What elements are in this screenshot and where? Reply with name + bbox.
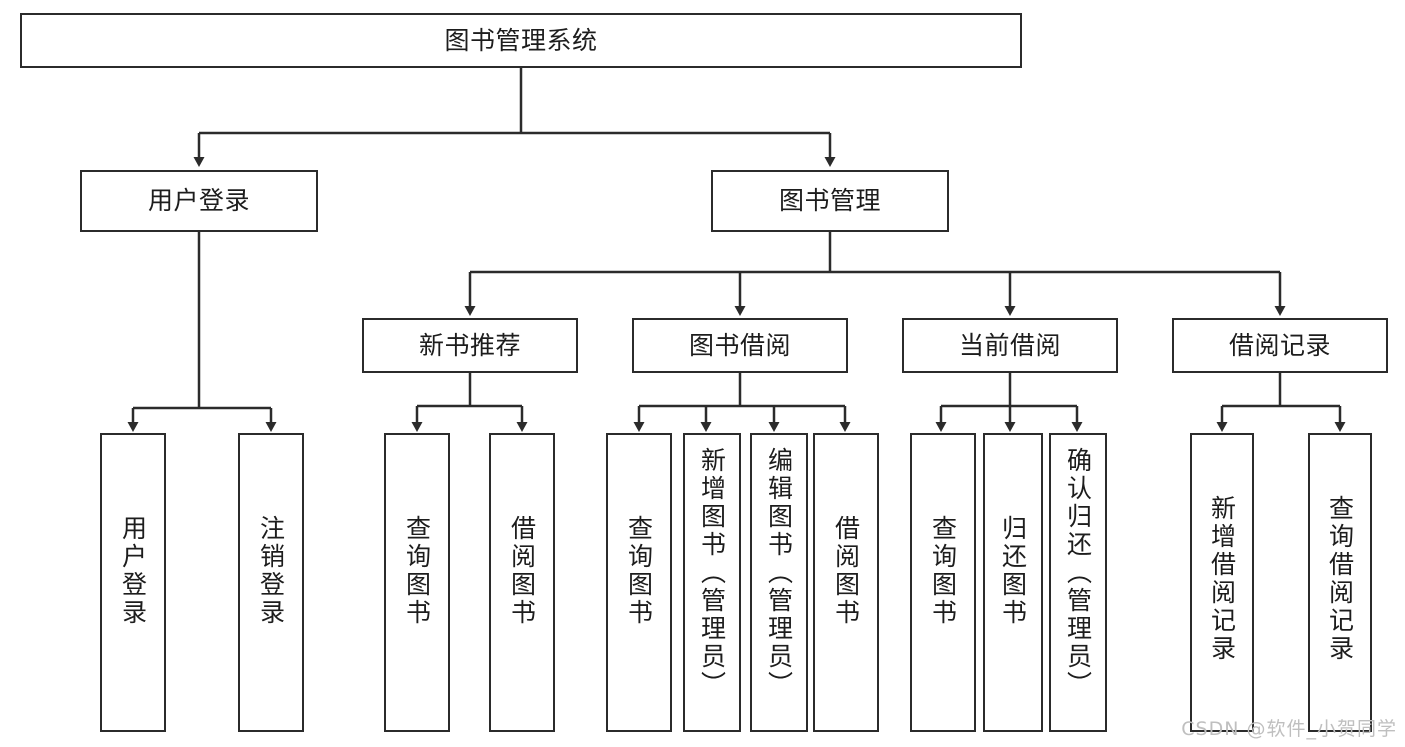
node-user-login[interactable]: 用户登录 xyxy=(80,170,318,232)
node-book-borrow-label: 图书借阅 xyxy=(688,330,791,360)
leaf-borrow-book-1[interactable]: 借阅图书 xyxy=(489,433,555,732)
leaf-user-logout-label: 注销登录 xyxy=(256,515,286,627)
node-borrow-record[interactable]: 借阅记录 xyxy=(1172,318,1388,373)
leaf-edit-book[interactable]: 编辑图书（管理员） xyxy=(750,433,808,732)
leaf-query-book-2-label: 查询图书 xyxy=(624,515,654,627)
watermark-text: CSDN @软件_小贺同学 xyxy=(1181,718,1397,740)
leaf-query-book-3-label: 查询图书 xyxy=(928,515,958,627)
leaf-user-login-label: 用户登录 xyxy=(118,515,148,627)
leaf-add-book-label: 新增图书（管理员） xyxy=(697,447,727,699)
node-new-book-rec[interactable]: 新书推荐 xyxy=(362,318,578,373)
node-root-label: 图书管理系统 xyxy=(444,25,598,55)
leaf-add-book[interactable]: 新增图书（管理员） xyxy=(683,433,741,732)
leaf-user-login[interactable]: 用户登录 xyxy=(100,433,166,732)
node-book-manage[interactable]: 图书管理 xyxy=(711,170,949,232)
node-root[interactable]: 图书管理系统 xyxy=(20,13,1022,68)
leaf-add-record[interactable]: 新增借阅记录 xyxy=(1190,433,1254,732)
node-new-book-rec-label: 新书推荐 xyxy=(418,330,521,360)
leaf-borrow-book-2-label: 借阅图书 xyxy=(831,515,861,627)
leaf-query-book-1-label: 查询图书 xyxy=(402,515,432,627)
leaf-confirm-return[interactable]: 确认归还（管理员） xyxy=(1049,433,1107,732)
leaf-query-record[interactable]: 查询借阅记录 xyxy=(1308,433,1372,732)
leaf-borrow-book-2[interactable]: 借阅图书 xyxy=(813,433,879,732)
leaf-return-book[interactable]: 归还图书 xyxy=(983,433,1043,732)
leaf-query-record-label: 查询借阅记录 xyxy=(1325,495,1355,663)
leaf-confirm-return-label: 确认归还（管理员） xyxy=(1063,447,1093,699)
node-current-borrow[interactable]: 当前借阅 xyxy=(902,318,1118,373)
leaf-query-book-3[interactable]: 查询图书 xyxy=(910,433,976,732)
node-borrow-record-label: 借阅记录 xyxy=(1228,330,1331,360)
leaf-query-book-2[interactable]: 查询图书 xyxy=(606,433,672,732)
node-user-login-label: 用户登录 xyxy=(147,186,250,216)
leaf-add-record-label: 新增借阅记录 xyxy=(1207,495,1237,663)
node-book-manage-label: 图书管理 xyxy=(778,186,881,216)
leaf-edit-book-label: 编辑图书（管理员） xyxy=(764,447,794,699)
leaf-borrow-book-1-label: 借阅图书 xyxy=(507,515,537,627)
leaf-return-book-label: 归还图书 xyxy=(998,515,1028,627)
leaf-user-logout[interactable]: 注销登录 xyxy=(238,433,304,732)
node-book-borrow[interactable]: 图书借阅 xyxy=(632,318,848,373)
leaf-query-book-1[interactable]: 查询图书 xyxy=(384,433,450,732)
node-current-borrow-label: 当前借阅 xyxy=(958,330,1061,360)
